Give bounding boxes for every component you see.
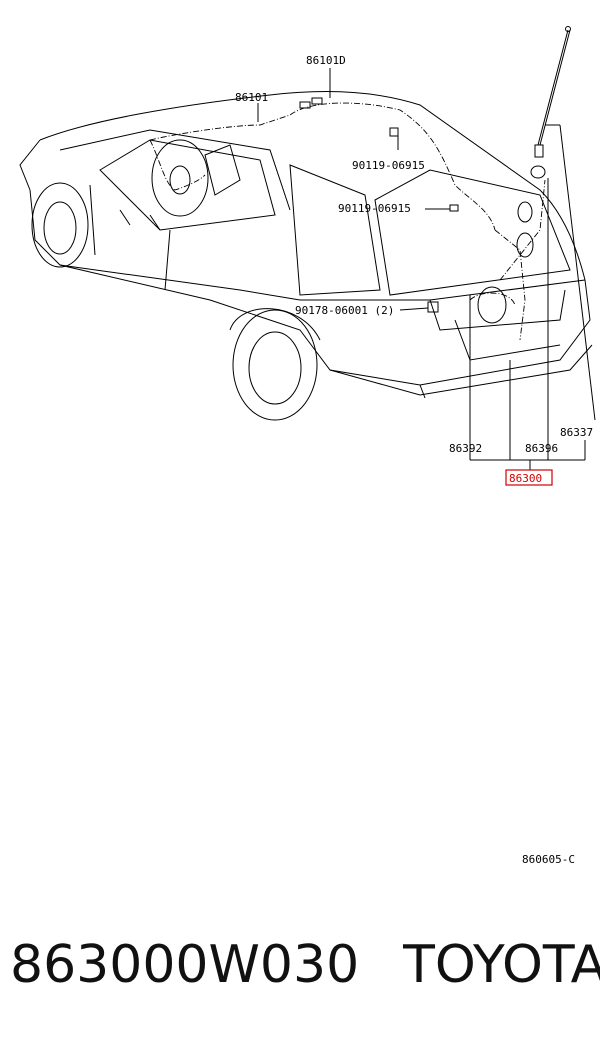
label-86101: 86101 xyxy=(235,91,268,104)
label-86101D: 86101D xyxy=(306,54,346,67)
part-number: 863000W030 xyxy=(10,935,360,995)
label-86300[interactable]: 86300 xyxy=(509,472,542,485)
vehicle-outline xyxy=(19,91,593,421)
antenna-cord-routing xyxy=(149,97,546,341)
leader-lines xyxy=(257,68,596,470)
label-90119-a: 90119-06915 xyxy=(352,159,425,172)
diagram-reference-code: 860605-C xyxy=(522,853,575,866)
highlight-box-86300 xyxy=(505,469,553,486)
label-90119-b: 90119-06915 xyxy=(338,202,411,215)
label-90178: 90178-06001 (2) xyxy=(295,304,394,317)
antenna-mast xyxy=(534,26,571,158)
part-caption: 863000W030 TOYOTA xyxy=(10,935,600,995)
brand-name: TOYOTA xyxy=(403,935,600,995)
label-86337: 86337 xyxy=(560,426,593,439)
label-86392: 86392 xyxy=(449,442,482,455)
label-86396: 86396 xyxy=(525,442,558,455)
